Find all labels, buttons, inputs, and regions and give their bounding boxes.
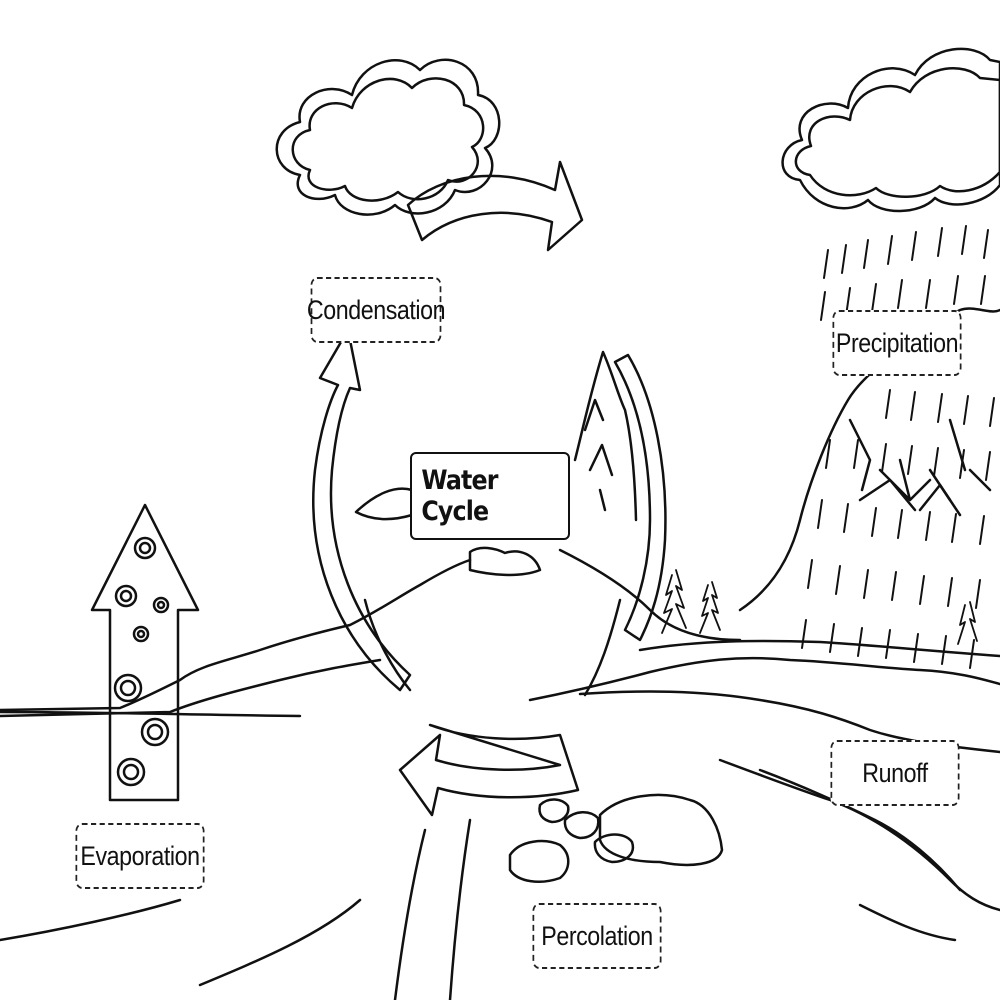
right-cloud-icon xyxy=(781,47,1000,213)
rain-icon xyxy=(801,225,995,669)
rock-icon xyxy=(508,793,724,883)
tree-icon xyxy=(661,569,978,645)
runoff-label: Runoff xyxy=(830,740,960,806)
diagram-title: Water Cycle xyxy=(410,452,570,540)
condensation-label: Condensation xyxy=(307,277,446,343)
evaporation-label: Evaporation xyxy=(75,823,205,889)
percolation-label: Percolation xyxy=(532,903,662,969)
title-text: Water Cycle xyxy=(421,465,498,527)
cycle-arrow-icon xyxy=(312,328,667,817)
cloud-transfer-arrow-icon xyxy=(406,160,584,252)
left-cloud-icon xyxy=(275,58,501,216)
precipitation-label: Precipitation xyxy=(832,310,962,376)
mountain-icon xyxy=(738,307,1000,612)
landscape xyxy=(0,548,1000,1000)
evaporation-arrow-icon xyxy=(90,503,200,802)
